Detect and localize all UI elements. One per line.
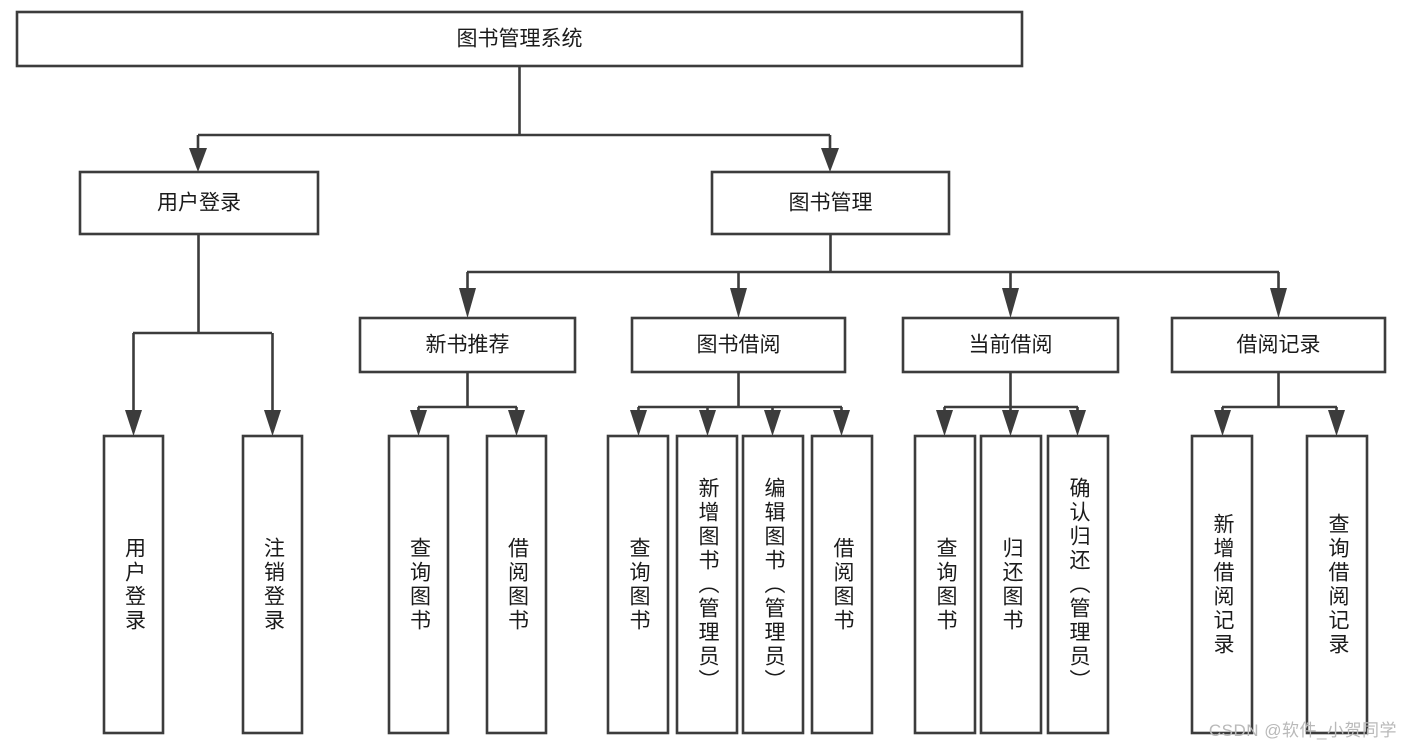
node-leaf-nbr-query-box[interactable] <box>387 434 450 735</box>
node-leaf-br-query-box[interactable] <box>1305 434 1369 735</box>
arrow-head-book-manage <box>821 148 839 172</box>
csdn-watermark: CSDN @软件_小贺同学 <box>1208 721 1397 740</box>
connector-group-current-borrow <box>936 372 1086 436</box>
node-new-book-recommend-label: 新书推荐 <box>426 334 510 357</box>
node-book-borrow-box[interactable] <box>630 316 847 374</box>
arrow-head-bb-leaf-3 <box>764 410 781 436</box>
node-user-login-label: 用户登录 <box>157 192 241 215</box>
node-current-borrow-label: 当前借阅 <box>969 334 1053 357</box>
node-book-borrow-label: 图书借阅 <box>697 334 781 357</box>
node-leaf-bb-query-box[interactable] <box>606 434 670 735</box>
arrow-head-leaf-user-login <box>125 410 142 436</box>
arrow-head-cb-leaf-2 <box>1002 410 1019 436</box>
arrow-head-bb-leaf-2 <box>699 410 716 436</box>
node-current-borrow-box[interactable] <box>901 316 1120 374</box>
arrow-head-user-login <box>189 148 207 172</box>
node-leaf-br-add-box[interactable] <box>1190 434 1254 735</box>
node-root-label: 图书管理系统 <box>457 28 583 51</box>
node-borrow-record-box[interactable] <box>1170 316 1387 374</box>
connector-group-new-book-recommend <box>410 372 525 436</box>
arrow-head-cb-leaf-1 <box>936 410 953 436</box>
node-leaf-bb-add-box[interactable] <box>675 434 739 735</box>
connector-group-book-borrow <box>630 372 850 436</box>
node-leaf-logout-box[interactable] <box>241 434 304 735</box>
node-leaf-user-login-box[interactable] <box>102 434 165 735</box>
arrow-head-leaf-logout <box>264 410 281 436</box>
arrow-head-new-book-recommend <box>459 288 476 318</box>
arrow-head-borrow-record <box>1270 288 1287 318</box>
node-leaf-cb-confirm-box[interactable] <box>1046 434 1110 735</box>
node-new-book-recommend-box[interactable] <box>358 316 577 374</box>
node-book-manage-box[interactable] <box>710 170 951 236</box>
arrow-head-bb-leaf-1 <box>630 410 647 436</box>
node-leaf-cb-return-box[interactable] <box>979 434 1043 735</box>
node-book-manage-label: 图书管理 <box>789 192 873 215</box>
node-leaf-cb-query-box[interactable] <box>913 434 977 735</box>
connector-group-book-manage <box>459 234 1287 318</box>
node-leaf-bb-edit-box[interactable] <box>741 434 805 735</box>
connector-group-user-login <box>125 234 281 436</box>
arrow-head-cb-leaf-3 <box>1069 410 1086 436</box>
node-borrow-record-label: 借阅记录 <box>1237 334 1321 357</box>
node-user-login-box[interactable] <box>78 170 320 236</box>
arrow-head-nbr-leaf-2 <box>508 410 525 436</box>
node-leaf-nbr-borrow-box[interactable] <box>485 434 548 735</box>
connector-group-root <box>189 66 839 172</box>
connector-group-borrow-record <box>1214 372 1345 436</box>
arrow-head-br-leaf-1 <box>1214 410 1231 436</box>
arrow-head-book-borrow <box>730 288 747 318</box>
arrow-head-current-borrow <box>1002 288 1019 318</box>
node-leaf-bb-borrow-box[interactable] <box>810 434 874 735</box>
arrow-head-nbr-leaf-1 <box>410 410 427 436</box>
arrow-head-bb-leaf-4 <box>833 410 850 436</box>
arrow-head-br-leaf-2 <box>1328 410 1345 436</box>
node-root-box[interactable] <box>15 10 1024 68</box>
